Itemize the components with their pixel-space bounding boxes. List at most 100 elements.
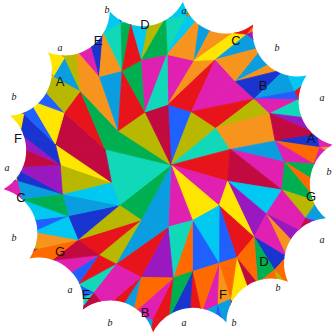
cusp-label: a bbox=[320, 93, 325, 103]
tile bbox=[287, 257, 313, 298]
tile bbox=[150, 0, 168, 18]
tile bbox=[299, 87, 336, 106]
tile bbox=[254, 91, 298, 99]
tile bbox=[166, 0, 189, 18]
tile bbox=[70, 307, 105, 334]
tile bbox=[88, 0, 104, 36]
tile bbox=[229, 299, 248, 334]
tile bbox=[53, 10, 76, 49]
tile bbox=[103, 0, 121, 32]
tile bbox=[313, 164, 336, 188]
cusp-label: a bbox=[320, 235, 325, 245]
cusp-label: b bbox=[275, 43, 280, 53]
tile bbox=[145, 54, 168, 112]
tile bbox=[121, 0, 131, 23]
tile bbox=[0, 228, 33, 247]
tile bbox=[263, 22, 299, 47]
tile bbox=[213, 0, 248, 25]
edge-label: G bbox=[55, 245, 65, 258]
tile bbox=[285, 52, 324, 69]
tile bbox=[318, 134, 336, 147]
tile bbox=[299, 100, 336, 119]
cusp-label: a bbox=[182, 6, 187, 16]
tile bbox=[287, 245, 313, 282]
tile bbox=[187, 0, 210, 16]
tile bbox=[11, 248, 52, 265]
cusp-label: a bbox=[5, 163, 10, 173]
tile bbox=[217, 299, 230, 334]
edge-label: F bbox=[219, 288, 227, 301]
tile bbox=[295, 69, 335, 92]
tile bbox=[314, 147, 336, 167]
tile bbox=[23, 260, 64, 282]
tile bbox=[107, 308, 132, 334]
tile bbox=[23, 36, 53, 76]
tile bbox=[219, 206, 237, 264]
tile bbox=[142, 54, 168, 112]
tile bbox=[192, 221, 218, 272]
tile bbox=[55, 144, 111, 182]
tile bbox=[37, 22, 64, 57]
tile bbox=[187, 0, 210, 16]
tile bbox=[312, 119, 336, 135]
tile bbox=[274, 270, 298, 312]
tile bbox=[258, 283, 284, 323]
tile bbox=[0, 87, 24, 114]
tile bbox=[0, 221, 33, 232]
cusp-label: b bbox=[12, 92, 17, 102]
tile bbox=[247, 10, 283, 34]
tile bbox=[313, 180, 336, 209]
edge-label: F bbox=[14, 132, 22, 145]
tile bbox=[231, 289, 249, 334]
tile bbox=[1, 87, 29, 114]
tile bbox=[314, 164, 336, 188]
cusp-label: b bbox=[108, 318, 113, 328]
tile bbox=[263, 36, 299, 62]
cusp-label: b bbox=[105, 5, 110, 15]
tile bbox=[107, 314, 132, 334]
tile bbox=[168, 165, 193, 227]
edge-label: B bbox=[259, 79, 268, 92]
tile bbox=[37, 285, 78, 312]
tile bbox=[213, 0, 248, 32]
tile bbox=[312, 106, 336, 126]
tile bbox=[11, 52, 39, 85]
tile bbox=[300, 230, 335, 265]
tile bbox=[88, 0, 107, 32]
tile bbox=[189, 312, 210, 334]
tile bbox=[168, 318, 190, 334]
tile bbox=[258, 270, 284, 312]
edge-label: C bbox=[231, 34, 240, 47]
tile bbox=[295, 87, 335, 100]
tile bbox=[1, 232, 37, 249]
tile bbox=[217, 263, 230, 305]
tile bbox=[200, 0, 229, 25]
tile bbox=[37, 36, 64, 76]
tile bbox=[145, 105, 171, 166]
cusp-label: a bbox=[58, 43, 63, 53]
cusp-label: b bbox=[232, 318, 237, 328]
tile bbox=[0, 106, 24, 133]
edge-label: G bbox=[306, 190, 316, 203]
cusp-label: a bbox=[182, 318, 187, 328]
tile bbox=[274, 52, 312, 69]
tile bbox=[14, 164, 63, 193]
tile bbox=[296, 230, 325, 265]
tile bbox=[313, 180, 336, 209]
tile bbox=[166, 0, 189, 18]
tile bbox=[285, 69, 324, 92]
edge-label: B bbox=[141, 306, 150, 319]
tile bbox=[88, 307, 121, 334]
tile bbox=[306, 218, 336, 247]
tile bbox=[248, 289, 267, 334]
tile bbox=[53, 285, 94, 312]
tile bbox=[53, 22, 76, 57]
tile bbox=[23, 52, 53, 85]
cusp-label: a bbox=[68, 285, 73, 295]
tile bbox=[107, 0, 127, 22]
tile bbox=[0, 208, 24, 228]
tile bbox=[55, 144, 111, 182]
tile bbox=[201, 305, 217, 334]
edge-label: C bbox=[16, 191, 25, 204]
